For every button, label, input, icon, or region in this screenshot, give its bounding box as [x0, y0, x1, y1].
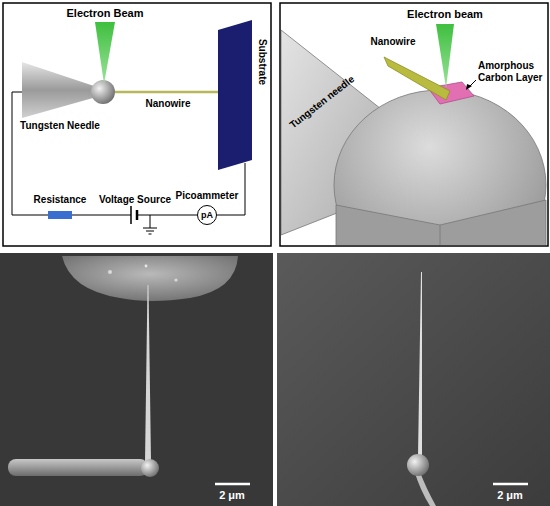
ground-symbol	[149, 234, 152, 235]
part-label: Resistance	[34, 194, 87, 206]
part-label: Electron Beam	[66, 7, 143, 20]
electron-beam	[436, 24, 454, 88]
part-label: Nanowire	[370, 36, 415, 48]
tungsten-rod	[8, 459, 148, 476]
resistor-symbol	[48, 211, 72, 219]
needle-dome	[334, 90, 546, 245]
leader-arrow	[466, 84, 472, 90]
wire	[217, 163, 245, 215]
needle-ball	[91, 80, 115, 104]
texture	[174, 278, 177, 281]
nanowire	[115, 91, 222, 94]
ground-symbol	[150, 215, 151, 228]
needle-ball	[407, 454, 429, 476]
part-label: Electron beam	[407, 8, 483, 21]
panel-frame	[3, 3, 271, 246]
part-label: Tungsten Needle	[20, 120, 100, 132]
cut-face	[336, 200, 546, 245]
wire	[72, 215, 131, 216]
scale-label: 2 μm	[219, 489, 245, 502]
needle-tip	[62, 256, 238, 301]
part-label: Nanowire	[145, 98, 190, 110]
battery-symbol	[130, 206, 132, 224]
part-label: Voltage Source	[99, 194, 171, 206]
part-label: Amorphous Carbon Layer	[478, 60, 546, 83]
scale-bar	[215, 483, 250, 486]
texture	[108, 270, 112, 274]
substrate	[218, 20, 252, 170]
tungsten-needle	[22, 62, 100, 118]
scale-label: 2 μm	[497, 489, 523, 502]
ground-symbol	[143, 228, 157, 229]
nanowire	[384, 57, 450, 100]
ammeter-label: pA	[201, 211, 213, 220]
nanowire	[145, 285, 151, 462]
wire	[137, 215, 197, 216]
part-label: Substrate	[256, 39, 268, 85]
scale-bar	[493, 483, 528, 486]
nanowire	[418, 272, 422, 456]
ammeter-symbol: pA	[197, 205, 217, 225]
electron-beam	[95, 22, 115, 84]
texture	[145, 265, 148, 268]
part-label: Picoammeter	[176, 190, 239, 202]
needle-ball	[141, 459, 159, 477]
sem-image	[0, 253, 273, 506]
sem-image	[277, 253, 550, 506]
ground-symbol	[146, 231, 154, 232]
cut-face	[440, 225, 441, 245]
